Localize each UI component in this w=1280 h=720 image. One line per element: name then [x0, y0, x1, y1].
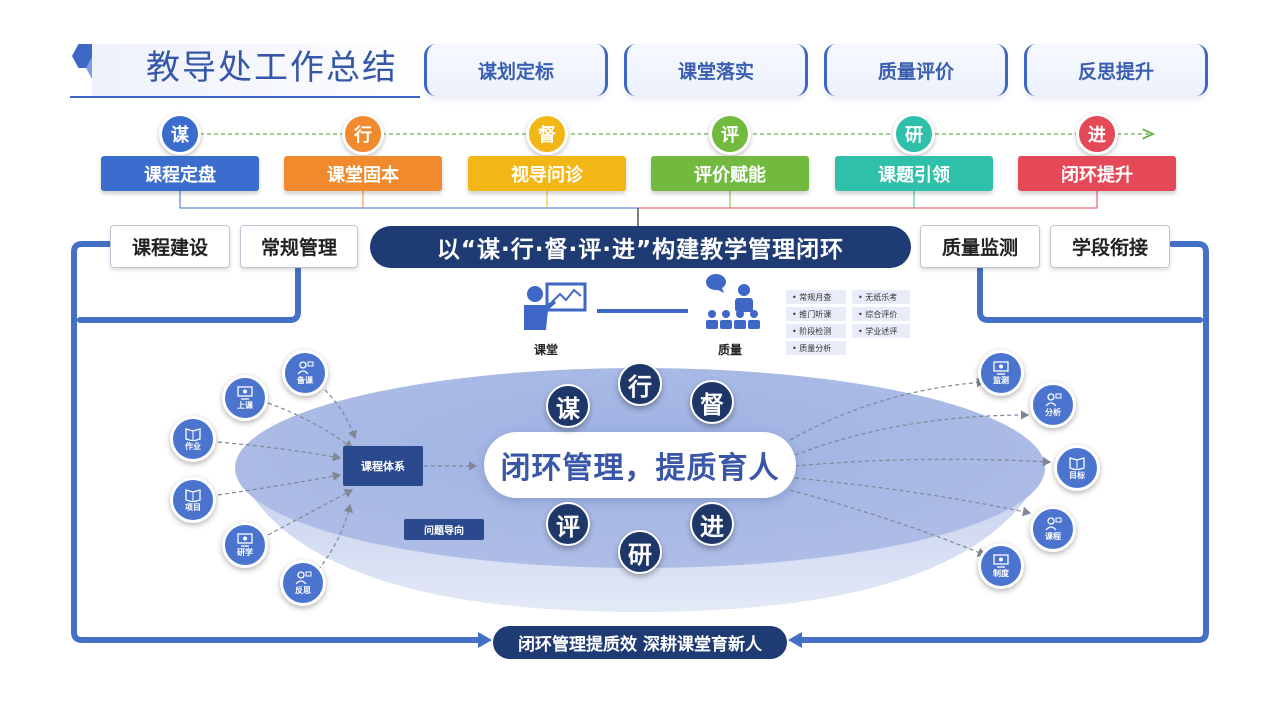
- node-teaching[interactable]: 上课: [222, 375, 268, 421]
- info-tag: • 综合评价: [852, 307, 910, 321]
- main-banner: 以“谋·行·督·评·进”构建教学管理闭环: [370, 226, 911, 268]
- step-box-classroom[interactable]: 课堂固本: [284, 156, 442, 191]
- page-title: 教导处工作总结: [146, 48, 398, 88]
- step-circle-plan: 谋: [159, 113, 201, 155]
- problem-oriented-box[interactable]: 问题导向: [404, 519, 484, 540]
- loop-arrow-right: [788, 632, 802, 648]
- book-icon: [1069, 457, 1085, 470]
- stage-connection-button[interactable]: 学段衔接: [1050, 225, 1170, 268]
- node-label: 目标: [1069, 471, 1085, 480]
- info-tag: • 阶段检测: [786, 324, 846, 338]
- bottom-banner: 闭环管理提质效 深耕课堂育新人: [493, 626, 787, 659]
- ring-char-act: 行: [618, 362, 662, 406]
- node-label: 监测: [993, 376, 1009, 385]
- node-label: 分析: [1045, 408, 1061, 417]
- step-box-course-plan[interactable]: 课程定盘: [101, 156, 259, 191]
- classroom-label: 课堂: [534, 343, 559, 357]
- node-homework[interactable]: 作业: [170, 416, 216, 462]
- right-node-arrows: [789, 377, 1052, 557]
- info-tag: • 质量分析: [786, 341, 846, 355]
- step-circle-supervise: 督: [526, 113, 568, 155]
- quality-label: 质量: [718, 343, 743, 357]
- title-underline: [70, 96, 420, 98]
- course-system-box[interactable]: 课程体系: [343, 446, 423, 486]
- node-label: 研学: [237, 548, 253, 557]
- loop-arrow-left: [478, 632, 492, 648]
- routine-management-button[interactable]: 常规管理: [240, 225, 358, 268]
- step-box-inspection[interactable]: 视导问诊: [468, 156, 626, 191]
- screen-icon: [237, 533, 253, 547]
- node-label: 制度: [993, 569, 1009, 578]
- tab-classroom[interactable]: 课堂落实: [624, 44, 808, 96]
- step-box-evaluation[interactable]: 评价赋能: [651, 156, 809, 191]
- node-label: 上课: [237, 401, 253, 410]
- ring-char-research: 研: [618, 530, 662, 574]
- step-box-research[interactable]: 课题引领: [835, 156, 993, 191]
- node-study-tour[interactable]: 研学: [222, 522, 268, 568]
- node-label: 作业: [185, 442, 201, 451]
- node-label: 反思: [295, 586, 311, 595]
- book-icon: [185, 428, 201, 441]
- node-label: 备课: [297, 376, 313, 385]
- node-lesson-prep[interactable]: 备课: [282, 350, 328, 396]
- ring-char-advance: 进: [690, 502, 734, 546]
- screen-icon: [237, 386, 253, 400]
- node-system[interactable]: 制度: [978, 543, 1024, 589]
- screen-icon: [993, 554, 1009, 568]
- teacher-icon: [1045, 393, 1062, 407]
- info-tag: • 无纸乐考: [852, 290, 910, 304]
- course-building-button[interactable]: 课程建设: [110, 225, 230, 268]
- left-node-arrows: [217, 389, 478, 571]
- ring-char-supervise: 督: [690, 380, 734, 424]
- node-analysis[interactable]: 分析: [1030, 382, 1076, 428]
- step-connectors: [179, 191, 1098, 226]
- node-label: 课程: [1045, 532, 1061, 541]
- teacher-icon: [1045, 517, 1062, 531]
- node-project[interactable]: 项目: [170, 477, 216, 523]
- info-tag: • 推门听课: [786, 307, 846, 321]
- step-circle-act: 行: [342, 113, 384, 155]
- teacher-icon: [295, 571, 312, 585]
- ring-char-evaluate: 评: [546, 502, 590, 546]
- step-circle-advance: 进: [1076, 113, 1118, 155]
- management-loop: [71, 241, 1209, 643]
- node-reflection[interactable]: 反思: [280, 560, 326, 606]
- step-box-improvement[interactable]: 闭环提升: [1018, 156, 1176, 191]
- step-circle-research: 研: [893, 113, 935, 155]
- classroom-illustration: [524, 282, 587, 330]
- step-circle-evaluate: 评: [709, 113, 751, 155]
- info-tag: • 常规月查: [786, 290, 846, 304]
- screen-icon: [993, 361, 1009, 375]
- book-icon: [185, 489, 201, 502]
- teacher-icon: [297, 361, 314, 375]
- node-goal[interactable]: 目标: [1054, 445, 1100, 491]
- node-course[interactable]: 课程: [1030, 506, 1076, 552]
- quality-illustration: [705, 274, 760, 329]
- node-monitoring[interactable]: 监测: [978, 350, 1024, 396]
- info-tag: • 学业述评: [852, 324, 910, 338]
- tab-reflection[interactable]: 反思提升: [1024, 44, 1208, 96]
- quality-monitoring-button[interactable]: 质量监测: [920, 225, 1040, 268]
- tab-planning[interactable]: 谋划定标: [424, 44, 608, 96]
- node-label: 项目: [185, 503, 201, 512]
- ring-char-plan: 谋: [546, 384, 590, 428]
- title-band: [92, 44, 422, 96]
- tab-quality[interactable]: 质量评价: [824, 44, 1008, 96]
- center-slogan: 闭环管理，提质育人: [484, 432, 796, 498]
